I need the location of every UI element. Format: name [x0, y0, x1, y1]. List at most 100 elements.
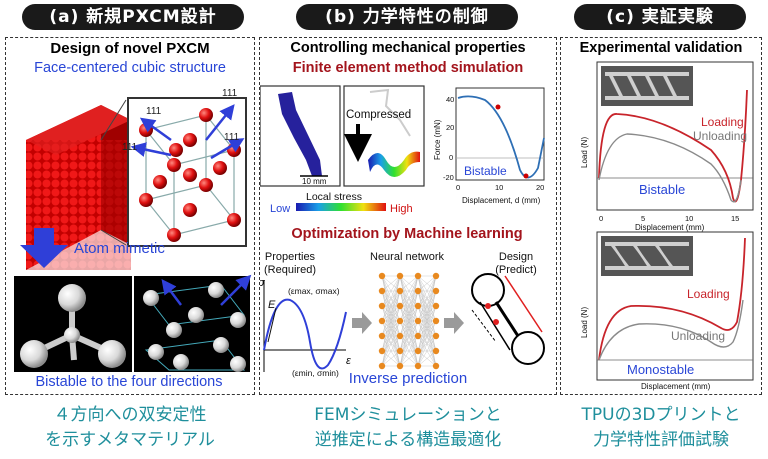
nn-node: [396, 287, 404, 295]
neural-network-diagram: [378, 272, 440, 370]
panel-c-header: (c) 実証実験: [574, 4, 746, 30]
panel-a-caption-line1: ４方向への双安定性: [53, 405, 207, 425]
panel-c-title: Experimental validation: [579, 40, 743, 56]
nn-node: [432, 287, 440, 295]
panel-b-title: Controlling mechanical properties: [290, 40, 526, 56]
plot-ytick-neg20: -20: [443, 173, 454, 182]
nn-node: [432, 317, 440, 325]
nn-node: [414, 272, 422, 280]
scale-label: 10 mm: [302, 177, 327, 186]
nn-node: [378, 317, 386, 325]
nn-node: [432, 302, 440, 310]
nn-node: [414, 317, 422, 325]
modulus-label: E: [268, 299, 276, 311]
plot-bistable-note: Bistable: [464, 164, 507, 178]
fem-initial-beam: [278, 92, 322, 176]
sigma-label: σ: [260, 277, 265, 289]
nn-node: [378, 272, 386, 280]
nn-node: [414, 287, 422, 295]
min-point-label: (εmin, σmin): [292, 368, 339, 378]
top-xtick-10: 10: [685, 214, 693, 223]
panel-b-caption-line2: 逆推定による構造最適化: [314, 430, 502, 450]
bottom-ylabel: Load (N): [580, 307, 589, 338]
design-label-2: (Predict): [495, 264, 537, 276]
bottom-xlabel: Displacement (mm): [641, 382, 711, 391]
dir-label-1: 111: [146, 106, 162, 117]
inverse-prediction-label: Inverse prediction: [348, 370, 468, 387]
panel-c-caption-line2: 力学特性評価試験: [593, 430, 729, 450]
dir-label-3: 111: [122, 142, 138, 153]
panel-c: [560, 37, 762, 395]
plot-ylabel: Force (mN): [433, 119, 442, 160]
fem-compressed-beam: [368, 151, 420, 177]
panel-a-caption-line2: を示すメタマテリアル: [45, 430, 215, 450]
plot-ytick-40: 40: [446, 95, 454, 104]
white-unit-cell: [143, 274, 252, 372]
plot-ytick-20: 20: [446, 123, 454, 132]
nn-node: [396, 272, 404, 280]
atom-mimetic-label: Atom mimetic: [74, 240, 165, 257]
plot-ytick-0: 0: [449, 153, 453, 162]
stress-label: Local stress: [306, 191, 362, 203]
panel-a-title: Design of novel PXCM: [50, 40, 210, 57]
panel-a-bottom-label: Bistable to the four directions: [35, 374, 223, 390]
nn-node: [378, 332, 386, 340]
top-xtick-0: 0: [599, 214, 603, 223]
monostable-load-plot: Loading Unloading Monostable Displacemen…: [580, 231, 754, 391]
stress-low-label: Low: [270, 203, 290, 215]
nn-node: [432, 362, 440, 370]
flow-arrow-icon: [352, 312, 372, 334]
nn-node: [432, 332, 440, 340]
design-sketch: [471, 273, 545, 365]
plot-marker: [495, 104, 501, 110]
top-bistable-note: Bistable: [639, 182, 685, 197]
bottom-unloading-label: Unloading: [671, 329, 725, 343]
plot-xlabel: Displacement, d (mm): [462, 196, 541, 205]
nn-node: [432, 347, 440, 355]
plot-marker: [523, 173, 529, 179]
nn-label: Neural network: [370, 251, 444, 263]
panel-b-illustration: 10 mm Compressed Local stress Low High 4…: [260, 85, 545, 378]
panel-a-illustration: 111 111 111 111 Atom mimetic: [14, 88, 252, 372]
top-ylabel: Load (N): [580, 137, 589, 168]
panel-b-header: (b) 力学特性の制御: [296, 4, 518, 30]
fem-force-plot: 40 20 0 -20 0 10 20 Displacement, d (mm)…: [433, 87, 545, 205]
nn-node: [378, 302, 386, 310]
nn-node: [414, 362, 422, 370]
bottom-loading-label: Loading: [687, 287, 730, 301]
panel-c-caption-line1: TPUの3Dプリントと: [581, 405, 741, 425]
panel-b-caption: FEMシミュレーションと 逆推定による構造最適化: [259, 403, 557, 453]
top-loading-label: Loading: [701, 115, 744, 129]
tetrahedral-node: [20, 284, 126, 368]
nn-node: [396, 317, 404, 325]
nn-node: [414, 302, 422, 310]
top-xlabel: Displacement (mm): [635, 223, 705, 232]
nn-node: [414, 332, 422, 340]
plot-xtick-20: 20: [536, 183, 544, 192]
panel-a-header: (a) 新規PXCM設計: [22, 4, 244, 30]
design-label-1: Design: [499, 251, 533, 263]
stress-colorbar: [296, 203, 386, 211]
panel-c-illustration: Loading Unloading Bistable 0 5 10 15 Dis…: [580, 61, 754, 391]
props-label-2: (Required): [264, 264, 316, 276]
nn-node: [396, 362, 404, 370]
props-label-1: Properties: [265, 251, 316, 263]
compressed-label: Compressed: [346, 109, 411, 121]
bistable-load-plot: Loading Unloading Bistable 0 5 10 15 Dis…: [580, 61, 754, 232]
dir-label-4: 111: [224, 132, 240, 143]
nn-node: [378, 362, 386, 370]
max-point-label: (εmax, σmax): [288, 286, 340, 296]
nn-node: [396, 347, 404, 355]
nn-node: [414, 347, 422, 355]
plot-xtick-0: 0: [456, 183, 460, 192]
nn-node: [396, 332, 404, 340]
bottom-monostable-note: Monostable: [627, 362, 694, 377]
stress-high-label: High: [390, 203, 413, 215]
nn-node: [378, 347, 386, 355]
panel-a-subtitle: Face-centered cubic structure: [34, 60, 226, 76]
panel-a-caption: ４方向への双安定性 を示すメタマテリアル: [5, 403, 255, 453]
nn-node: [432, 272, 440, 280]
panel-c-caption: TPUの3Dプリントと 力学特性評価試験: [560, 403, 762, 453]
ml-title: Optimization by Machine learning: [291, 226, 522, 242]
nn-node: [378, 287, 386, 295]
